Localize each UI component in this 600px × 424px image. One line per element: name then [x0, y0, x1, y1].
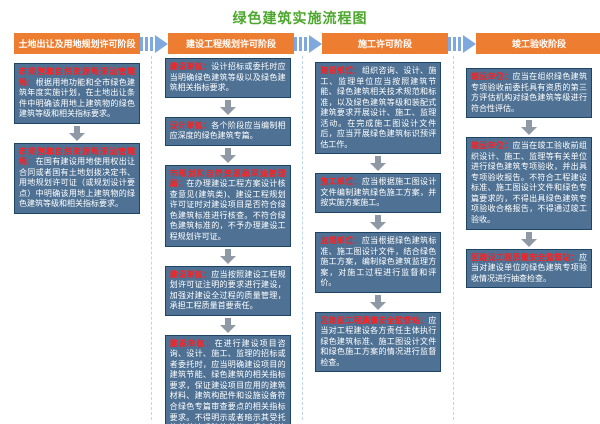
agency-label: 市规划和自然资源局深汕管理局：	[169, 168, 286, 189]
process-step: 监理单位：应当根据绿色建筑标准、施工图设计文件，结合绿色施工方案，编制绿色建筑监…	[315, 232, 442, 293]
down-arrow-icon	[370, 215, 387, 231]
process-step: 市规划和自然资源局深汕管理局：根据用地功能和全市绿色建筑年度实施计划，在土地出让…	[14, 63, 140, 124]
column-divider	[302, 56, 303, 420]
down-arrow-icon	[370, 156, 387, 172]
process-step: 市规划和自然资源局深汕管理局：在国有建设用地使用权出让合同或者国有土地划拨决定书…	[14, 142, 140, 215]
process-step: 区建设工程质量安全监督站：应当对建设单位的绿色建筑专项验收情况进行抽查检查。	[465, 248, 592, 289]
process-step: 建设单位：组织咨询、设计、施工、监理单位应当按照建筑节能、绿色建筑相关技术规范和…	[315, 62, 442, 155]
step-body: 应当根据施工图设计文件编制建筑绿色施工方案，并按实施方案施工。	[320, 177, 437, 208]
step-body: 应当根据绿色建筑标准、施工图设计文件，结合绿色施工方案，编制绿色建筑监理方案，对…	[320, 236, 437, 288]
arrow-stripe	[140, 36, 143, 51]
process-step: 建设单位：应当在组织绿色建筑专项验收前委托具有资质的第三方评估机构对绿色建筑等级…	[465, 68, 592, 119]
process-step: 施工单位：应当根据施工图设计文件编制建筑绿色施工方案，并按实施方案施工。	[315, 173, 442, 214]
down-arrow-icon	[219, 147, 236, 163]
step-body: 在进行建设项目咨询、设计、施工、监理的招标或者委托时，应当明确建设项目的建筑节能…	[169, 338, 286, 424]
down-arrow-icon	[69, 125, 85, 141]
phase-header-row: 土地出让及用地规划许可阶段 建设工程规划许可阶段 施工许可阶段 竣工验收阶段	[14, 33, 600, 54]
page-title: 绿色建筑实施流程图	[232, 11, 368, 27]
down-arrow-icon	[520, 120, 537, 136]
arrow-head-icon	[463, 34, 476, 53]
right-arrow-icon	[294, 34, 322, 53]
process-step: 建设单位：应当按照建设工程规划许可证注明的要求进行建设，加强对建设全过程的质量管…	[164, 265, 291, 316]
arrow-stripe	[150, 36, 153, 51]
right-arrow-icon	[448, 34, 476, 53]
agency-label: 建设单位：	[320, 66, 362, 75]
column-construction-permit-phase: 建设单位：组织咨询、设计、施工、监理单位应当按照建筑节能、绿色建筑相关技术规范和…	[315, 56, 442, 373]
column-planning-phase: 建设单位：设计招标或委托时应当明确绿色建筑等级以及绿色建筑相关指标要求。 设计单…	[164, 56, 291, 424]
step-body: 组织咨询、设计、施工、监理单位应当按照建筑节能、绿色建筑相关技术规范和标准，以及…	[320, 66, 437, 149]
column-divider	[151, 56, 152, 420]
arrow-stripe	[453, 36, 456, 51]
step-body: 应当在组织绿色建筑专项验收前委托具有资质的第三方评估机构对绿色建筑等级进行符合性…	[470, 72, 587, 113]
down-arrow-icon	[219, 248, 236, 264]
phase-header-planning: 建设工程规划许可阶段	[168, 33, 294, 54]
step-body: 应当对工程建设各方责任主体执行绿色建筑标准、施工图设计文件和绿色施工方案的情况进…	[320, 315, 437, 367]
phase-header-acceptance: 竣工验收阶段	[476, 33, 600, 54]
flow-columns: 市规划和自然资源局深汕管理局：根据用地功能和全市绿色建筑年度实施计划，在土地出让…	[14, 56, 592, 424]
arrow-stripe	[294, 36, 297, 51]
agency-label: 设计单位：	[169, 120, 212, 130]
step-body: 应当在竣工验收前组织设计、施工、监理等有关单位进行绿色建筑专项验收，并出具专项验…	[470, 141, 587, 225]
step-body: 在国有建设用地使用权出让合同或者国有土地划拨决定书、用地规划许可证（或规划设计要…	[19, 157, 136, 209]
agency-label: 市规划和自然资源局深汕管理局：	[19, 67, 135, 87]
agency-label: 建设单位：	[470, 72, 513, 81]
agency-label: 建设单位：	[470, 141, 513, 151]
column-acceptance-phase: 建设单位：应当在组织绿色建筑专项验收前委托具有资质的第三方评估机构对绿色建筑等级…	[465, 56, 592, 289]
agency-label: 建设单位：	[169, 62, 212, 71]
down-arrow-icon	[520, 231, 537, 247]
agency-label: 建设单位：	[169, 269, 212, 279]
process-step: 区建设工程质量安全监督站：应当对工程建设各方责任主体执行绿色建筑标准、施工图设计…	[315, 311, 442, 373]
down-arrow-icon	[219, 99, 236, 115]
step-body: 应当按照建设工程规划许可证注明的要求进行建设，加强对建设全过程的质量管理，承担工…	[169, 269, 286, 311]
agency-label: 施工单位：	[320, 177, 362, 187]
step-body: 应当对建设单位的绿色建筑专项验收情况进行抽查检查。	[470, 252, 587, 283]
agency-label: 区建设工程质量安全监督站：	[320, 315, 429, 325]
agency-label: 区建设工程质量安全监督站：	[470, 252, 579, 262]
arrow-stripe	[458, 36, 461, 51]
arrow-head-icon	[309, 34, 322, 53]
step-body: 根据用地功能和全市绿色建筑年度实施计划，在土地出让条件中明确该用地上建筑物的绿色…	[19, 77, 136, 119]
column-divider	[453, 56, 454, 420]
phase-header-land: 土地出让及用地规划许可阶段	[14, 33, 140, 54]
arrow-stripe	[299, 36, 302, 51]
agency-label: 市规划和自然资源局深汕管理局：	[19, 146, 135, 167]
arrow-head-icon	[155, 34, 168, 53]
column-land-phase: 市规划和自然资源局深汕管理局：根据用地功能和全市绿色建筑年度实施计划，在土地出让…	[14, 56, 140, 215]
process-step: 设计单位：各个阶段应当编制相应深度的绿色建筑专篇。	[164, 116, 291, 146]
phase-header-construction-permit: 施工许可阶段	[322, 33, 448, 54]
step-body: 设计招标或委托时应当明确绿色建筑等级以及绿色建筑相关指标要求。	[169, 62, 286, 93]
step-body: 各个阶段应当编制相应深度的绿色建筑专篇。	[169, 120, 286, 141]
arrow-stripe	[304, 36, 307, 51]
process-step: 市规划和自然资源局深汕管理局：在办理建设工程方案设计核查意见(建筑类)、建设工程…	[164, 164, 291, 247]
down-arrow-icon	[370, 294, 387, 310]
process-step: 建设单位：在进行建设项目咨询、设计、施工、监理的招标或者委托时，应当明确建设项目…	[164, 334, 291, 424]
arrow-stripe	[145, 36, 148, 51]
agency-label: 建设单位：	[169, 338, 215, 348]
down-arrow-icon	[219, 317, 236, 333]
process-step: 建设单位：应当在竣工验收前组织设计、施工、监理等有关单位进行绿色建筑专项验收，并…	[465, 137, 592, 230]
arrow-stripe	[448, 36, 451, 51]
right-arrow-icon	[140, 34, 168, 53]
agency-label: 监理单位：	[320, 236, 362, 246]
step-body: 在办理建设工程方案设计核查意见(建筑类)、建设工程规划许可证时对建设项目是否符合…	[169, 179, 286, 242]
process-step: 建设单位：设计招标或委托时应当明确绿色建筑等级以及绿色建筑相关指标要求。	[164, 58, 291, 98]
